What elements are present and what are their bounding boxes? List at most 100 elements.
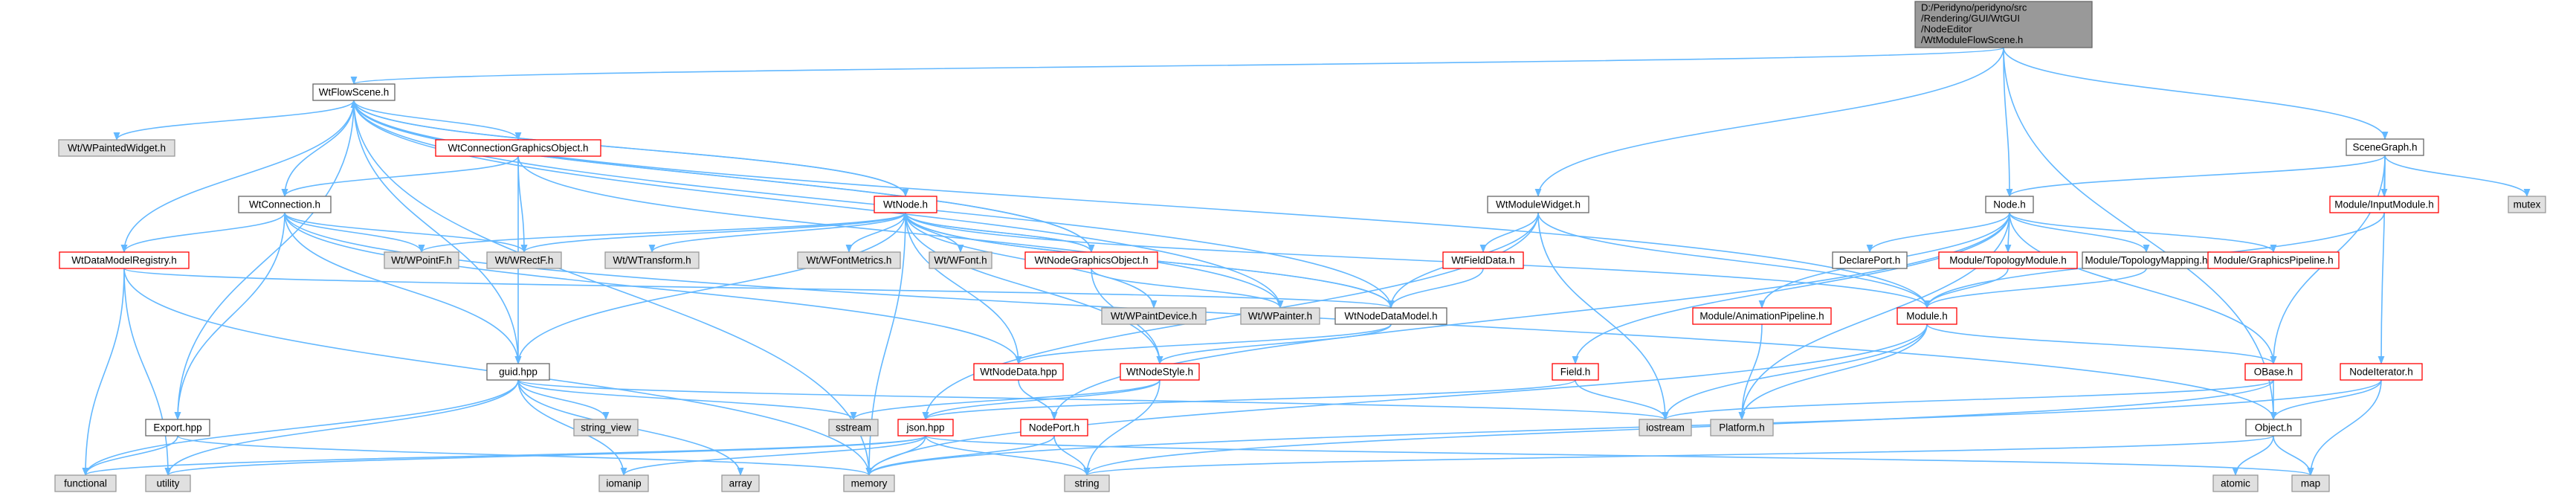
edge-obase-to-iostream xyxy=(1662,379,2274,421)
node-box xyxy=(721,474,760,492)
node-node-h[interactable]: Node.h xyxy=(1985,196,2034,213)
node-wt-wtransform-h: Wt/WTransform.h xyxy=(604,251,700,269)
node-label: string xyxy=(1074,478,1099,489)
node-box xyxy=(2244,363,2302,381)
node-label: Module/TopologyModule.h xyxy=(1949,255,2067,266)
edge-datamodelreg-to-functional xyxy=(82,268,125,477)
node-box xyxy=(1101,307,1207,325)
node-iomanip: iomanip xyxy=(598,474,649,492)
node-label: WtConnection.h xyxy=(249,199,320,210)
edge-field-to-json xyxy=(922,379,1576,421)
node-module-topologymapping-h[interactable]: Module/TopologyMapping.h xyxy=(2082,251,2211,269)
edge-json-to-functional xyxy=(82,435,926,477)
edge-connection-to-nodedata xyxy=(284,212,1022,365)
node-label: Module.h xyxy=(1906,311,1948,322)
node-box xyxy=(1914,1,2093,48)
node-wtnodegraphicsobject-h[interactable]: WtNodeGraphicsObject.h xyxy=(1024,251,1158,269)
node-label: mutex xyxy=(2514,199,2541,210)
node-wtconnection-h[interactable]: WtConnection.h xyxy=(238,196,332,213)
edge-json-to-iomanip xyxy=(620,435,926,477)
node-label: Export.hpp xyxy=(153,422,201,434)
edge-scenegraph-to-nodeiter xyxy=(2378,155,2386,365)
node-sstream: sstream xyxy=(828,419,879,437)
node-wtmodulewidget-h[interactable]: WtModuleWidget.h xyxy=(1487,196,1589,213)
node-export-hpp[interactable]: Export.hpp xyxy=(145,419,210,437)
edge-fielddata-to-nodedatamodel xyxy=(1387,268,1484,309)
node-nodeport-h[interactable]: NodePort.h xyxy=(1020,419,1088,437)
node-declareport-h[interactable]: DeclarePort.h xyxy=(1832,251,1908,269)
node-wt-wfont-h: Wt/WFont.h xyxy=(929,251,992,269)
node-obase-h[interactable]: OBase.h xyxy=(2244,363,2302,381)
node-label: utility xyxy=(157,478,180,489)
edge-nodestyle-to-string xyxy=(1083,379,1161,477)
node-box xyxy=(486,363,550,381)
edge-conngo-to-wrectf xyxy=(517,155,528,254)
node-box xyxy=(1442,251,1524,269)
edge-guid-to-functional xyxy=(82,379,519,477)
edge-scenegraph-to-mutex xyxy=(2384,155,2531,198)
node-label: WtFieldData.h xyxy=(1451,255,1515,266)
node-nodeiterator-h[interactable]: NodeIterator.h xyxy=(2340,363,2423,381)
node-guid-hpp[interactable]: guid.hpp xyxy=(486,363,550,381)
node-box xyxy=(1710,419,1774,437)
node-string-view: string_view xyxy=(573,419,639,437)
edge-animpipeline-to-platform xyxy=(1738,323,1763,421)
edge-root-to-objecth xyxy=(2003,47,2277,421)
node-label: Wt/WPainter.h xyxy=(1248,311,1312,322)
node-wtnodedata-hpp[interactable]: WtNodeData.hpp xyxy=(973,363,1064,381)
edge-nodedatamodel-to-nodestyle xyxy=(1156,323,1392,365)
node-box xyxy=(2340,363,2423,381)
node-wtflowscene-h[interactable]: WtFlowScene.h xyxy=(312,83,396,101)
edge-guid-to-iostream xyxy=(517,379,1668,421)
node-box xyxy=(1487,196,1589,213)
node-label: WtNodeData.hpp xyxy=(980,367,1057,378)
edge-root-to-scenegraph xyxy=(2003,47,2389,141)
node-wtnodestyle-h[interactable]: WtNodeStyle.h xyxy=(1120,363,1200,381)
node-box xyxy=(973,363,1064,381)
node-module-h[interactable]: Module.h xyxy=(1897,307,1957,325)
edge-wtnode-to-wpointf xyxy=(418,212,906,254)
edge-connection-to-export xyxy=(174,212,285,421)
node-label: guid.hpp xyxy=(499,367,538,378)
node-label: Wt/WPaintedWidget.h xyxy=(68,143,166,154)
node-label: functional xyxy=(64,478,107,489)
node-module-animationpipeline-h[interactable]: Module/AnimationPipeline.h xyxy=(1692,307,1832,325)
node-box xyxy=(598,474,649,492)
edge-wtnode-to-guid xyxy=(514,212,906,365)
node-wtfielddata-h[interactable]: WtFieldData.h xyxy=(1442,251,1524,269)
node-json-hpp[interactable]: json.hpp xyxy=(897,419,954,437)
node-box xyxy=(1552,363,1599,381)
node-module-topologymodule-h[interactable]: Module/TopologyModule.h xyxy=(1938,251,2078,269)
node-box xyxy=(843,474,895,492)
node-wtnodedatamodel-h[interactable]: WtNodeDataModel.h xyxy=(1334,307,1447,325)
node-label: sstream xyxy=(836,422,871,434)
node-label: Node.h xyxy=(1993,199,2026,210)
node-box xyxy=(1938,251,2078,269)
node-wt-wpainter-h: Wt/WPainter.h xyxy=(1240,307,1320,325)
node-iostream: iostream xyxy=(1639,419,1692,437)
node-functional: functional xyxy=(54,474,117,492)
node-object-h[interactable]: Object.h xyxy=(2245,419,2302,437)
node-wtdatamodelregistry-h[interactable]: WtDataModelRegistry.h xyxy=(59,251,190,269)
node-module-inputmodule-h[interactable]: Module/InputModule.h xyxy=(2329,196,2439,213)
node-wtconnectiongraphicsobject-h[interactable]: WtConnectionGraphicsObject.h xyxy=(435,139,601,157)
node-wt-wpointf-h: Wt/WPointF.h xyxy=(384,251,459,269)
node-field-h[interactable]: Field.h xyxy=(1552,363,1599,381)
node-label: WtConnectionGraphicsObject.h xyxy=(448,143,588,154)
edge-datamodelreg-to-nodedatamodel xyxy=(123,268,1394,309)
node-module-graphicspipeline-h[interactable]: Module/GraphicsPipeline.h xyxy=(2207,251,2340,269)
edge-nodeh-to-obase xyxy=(2009,212,2277,365)
node-label: SceneGraph.h xyxy=(2352,142,2417,153)
edge-nodeiter-to-map xyxy=(2307,379,2382,477)
node-scenegraph-h[interactable]: SceneGraph.h xyxy=(2346,138,2424,156)
edge-json-to-map xyxy=(925,435,2314,477)
node-box xyxy=(1240,307,1320,325)
edge-flowscene-to-wpaintedwidget xyxy=(113,100,355,141)
edge-datamodelreg-to-utility xyxy=(123,268,172,477)
node-box xyxy=(573,419,639,437)
node-wtnode-h[interactable]: WtNode.h xyxy=(874,196,937,213)
node-label: atomic xyxy=(2221,478,2250,489)
edge-conngo-to-connection xyxy=(281,155,519,198)
edge-objecth-to-map xyxy=(2273,435,2314,477)
